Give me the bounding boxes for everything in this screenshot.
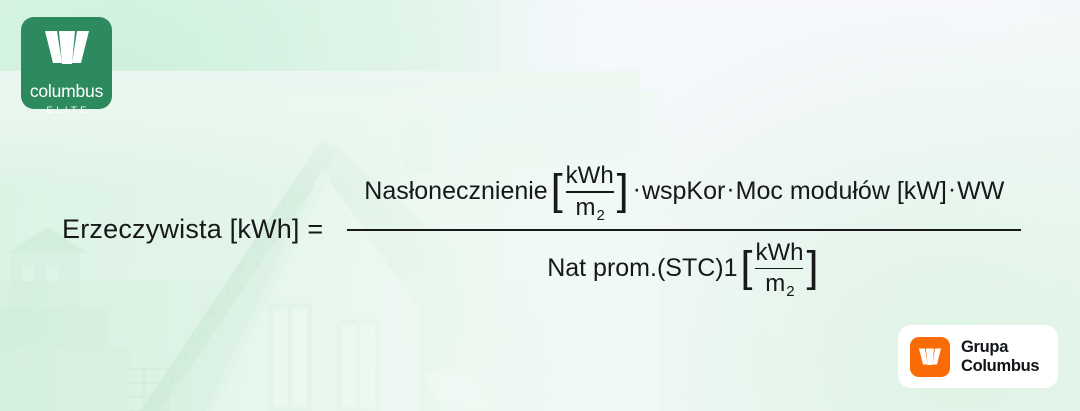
- grupa-line-1: Grupa: [961, 337, 1009, 356]
- columbus-crown-icon: [44, 31, 89, 65]
- bracket-left-icon: [: [550, 166, 563, 215]
- bracket-right-icon: ]: [806, 243, 819, 292]
- operator-dot-2: ·: [726, 175, 735, 204]
- numerator-term-module-power: Moc modułów [kW]: [735, 177, 947, 206]
- columbus-crown-icon: [919, 348, 941, 365]
- bracket-left-icon: [: [740, 243, 753, 292]
- formula-block: Erzeczywista [kWh] = Nasłonecznienie [ k…: [62, 150, 1022, 310]
- unit-kwh-per-m2-numerator: [ kWh m2 ]: [550, 161, 629, 224]
- logo-subtitle: ELITE: [46, 104, 90, 116]
- logo-wordmark: columbus: [29, 81, 104, 101]
- numerator-term-ww: WW: [957, 177, 1005, 206]
- fraction-numerator: Nasłonecznienie [ kWh m2 ] · wspKor · Mo…: [364, 161, 1005, 229]
- columbus-elite-logo: columbus ELITE: [21, 17, 112, 115]
- bracket-right-icon: ]: [616, 166, 629, 215]
- grupa-columbus-wordmark: Grupa Columbus: [961, 337, 1040, 376]
- numerator-term-insolation: Nasłonecznienie: [364, 177, 548, 206]
- fraction-denominator: Nat prom.(STC)1 [ kWh m2 ]: [547, 231, 821, 301]
- unit-fraction-bar: [755, 267, 804, 270]
- formula-left-side: Erzeczywista [kWh] =: [62, 213, 324, 244]
- fraction-bar: [347, 228, 1022, 231]
- unit-kwh-per-m2-denominator: [ kWh m2 ]: [740, 238, 819, 301]
- operator-dot-3: ·: [947, 175, 957, 204]
- unit-fraction-bar: [565, 190, 614, 193]
- unit-numerator-label: kWh: [755, 238, 804, 266]
- formula-fraction: Nasłonecznienie [ kWh m2 ] · wspKor · Mo…: [347, 161, 1022, 301]
- grupa-line-2: Columbus: [961, 356, 1040, 375]
- unit-numerator-label: kWh: [565, 161, 614, 189]
- grupa-columbus-logo: Grupa Columbus: [898, 325, 1058, 388]
- numerator-term-wspkor: wspKor: [641, 177, 726, 206]
- unit-denominator-label: m2: [765, 270, 795, 301]
- denominator-term-stc: Nat prom.(STC)1: [547, 253, 738, 282]
- unit-denominator-label: m2: [575, 193, 605, 224]
- operator-dot-1: ·: [632, 175, 641, 204]
- grupa-columbus-icon-tile: [910, 336, 950, 377]
